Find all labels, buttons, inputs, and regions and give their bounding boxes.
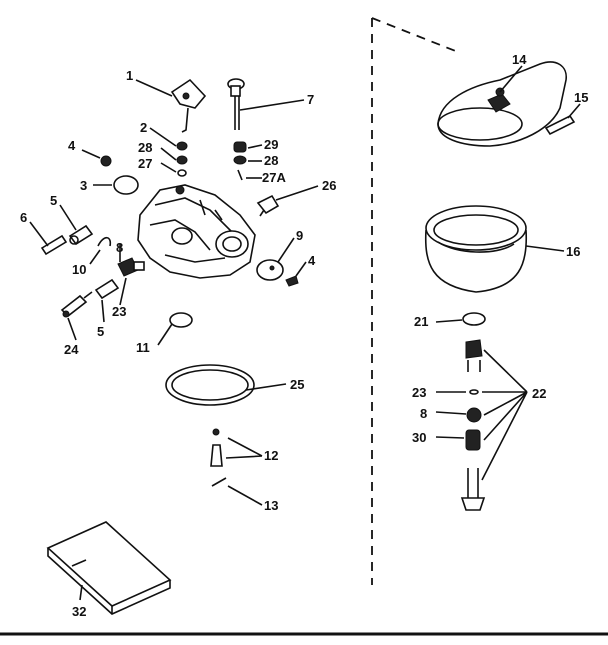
part-3-gasket [113,175,139,195]
label-10: 10 [72,262,86,277]
label-6: 6 [20,210,27,225]
part-22-bowl-nut-assembly [460,339,486,511]
part-15-float-pin [544,114,576,136]
label-12: 12 [264,448,278,463]
label-22: 22 [532,386,546,401]
part-9-choke-plate [256,259,284,281]
label-28-right: 28 [264,153,278,168]
label-32: 32 [72,604,86,619]
part-4-nut-left [100,155,112,167]
label-7: 7 [307,92,314,107]
label-24: 24 [64,342,79,357]
part-16-float-bowl [424,205,528,293]
label-21: 21 [414,314,428,329]
label-2: 2 [140,120,147,135]
label-5-lower: 5 [97,324,104,339]
label-23-left: 23 [112,304,126,319]
part-24-needle [60,291,93,318]
part-13-pin [211,477,227,487]
label-26: 26 [322,178,336,193]
label-30: 30 [412,430,426,445]
part-5-sleeve-upper [68,224,94,246]
part-7-idle-screw [227,78,245,130]
label-28-left: 28 [138,140,152,155]
part-12-jet [210,428,223,467]
label-4-left: 4 [68,138,76,153]
part-21-washer [462,312,486,326]
label-8-right: 8 [420,406,427,421]
label-5-upper: 5 [50,193,57,208]
parts-29-28-27a [233,141,247,181]
part-11-ring [169,312,193,328]
carburetor-body [137,184,256,279]
part-5-sleeve-lower [94,278,120,300]
label-3: 3 [80,178,87,193]
label-16: 16 [566,244,580,259]
parts-2-28-27-small [176,141,188,177]
label-23-right: 23 [412,385,426,400]
label-11: 11 [136,340,150,355]
label-14: 14 [512,52,527,67]
label-15: 15 [574,90,588,105]
label-29: 29 [264,137,278,152]
label-4-right: 4 [308,253,316,268]
label-13: 13 [264,498,278,513]
part-1-throttle-lever [170,78,207,133]
part-26-fitting [256,194,280,217]
label-25: 25 [290,377,304,392]
part-14-float [437,61,567,147]
label-1: 1 [126,68,133,83]
part-number-labels: 1 7 2 28 27 4 3 29 28 27A 26 6 5 8 10 9 … [20,52,588,619]
part-32-manual [46,521,172,615]
part-8-23-left [117,244,145,277]
label-27a: 27A [262,170,286,185]
label-9: 9 [296,228,303,243]
leader-lines [29,65,581,601]
label-8-left: 8 [116,240,123,255]
label-27: 27 [138,156,152,171]
part-4-screw-right [285,275,299,287]
part-25-bowl-gasket [165,364,255,406]
part-6-pin [40,234,68,256]
dashed-boundary [371,17,459,585]
part-10-clip [97,236,112,247]
